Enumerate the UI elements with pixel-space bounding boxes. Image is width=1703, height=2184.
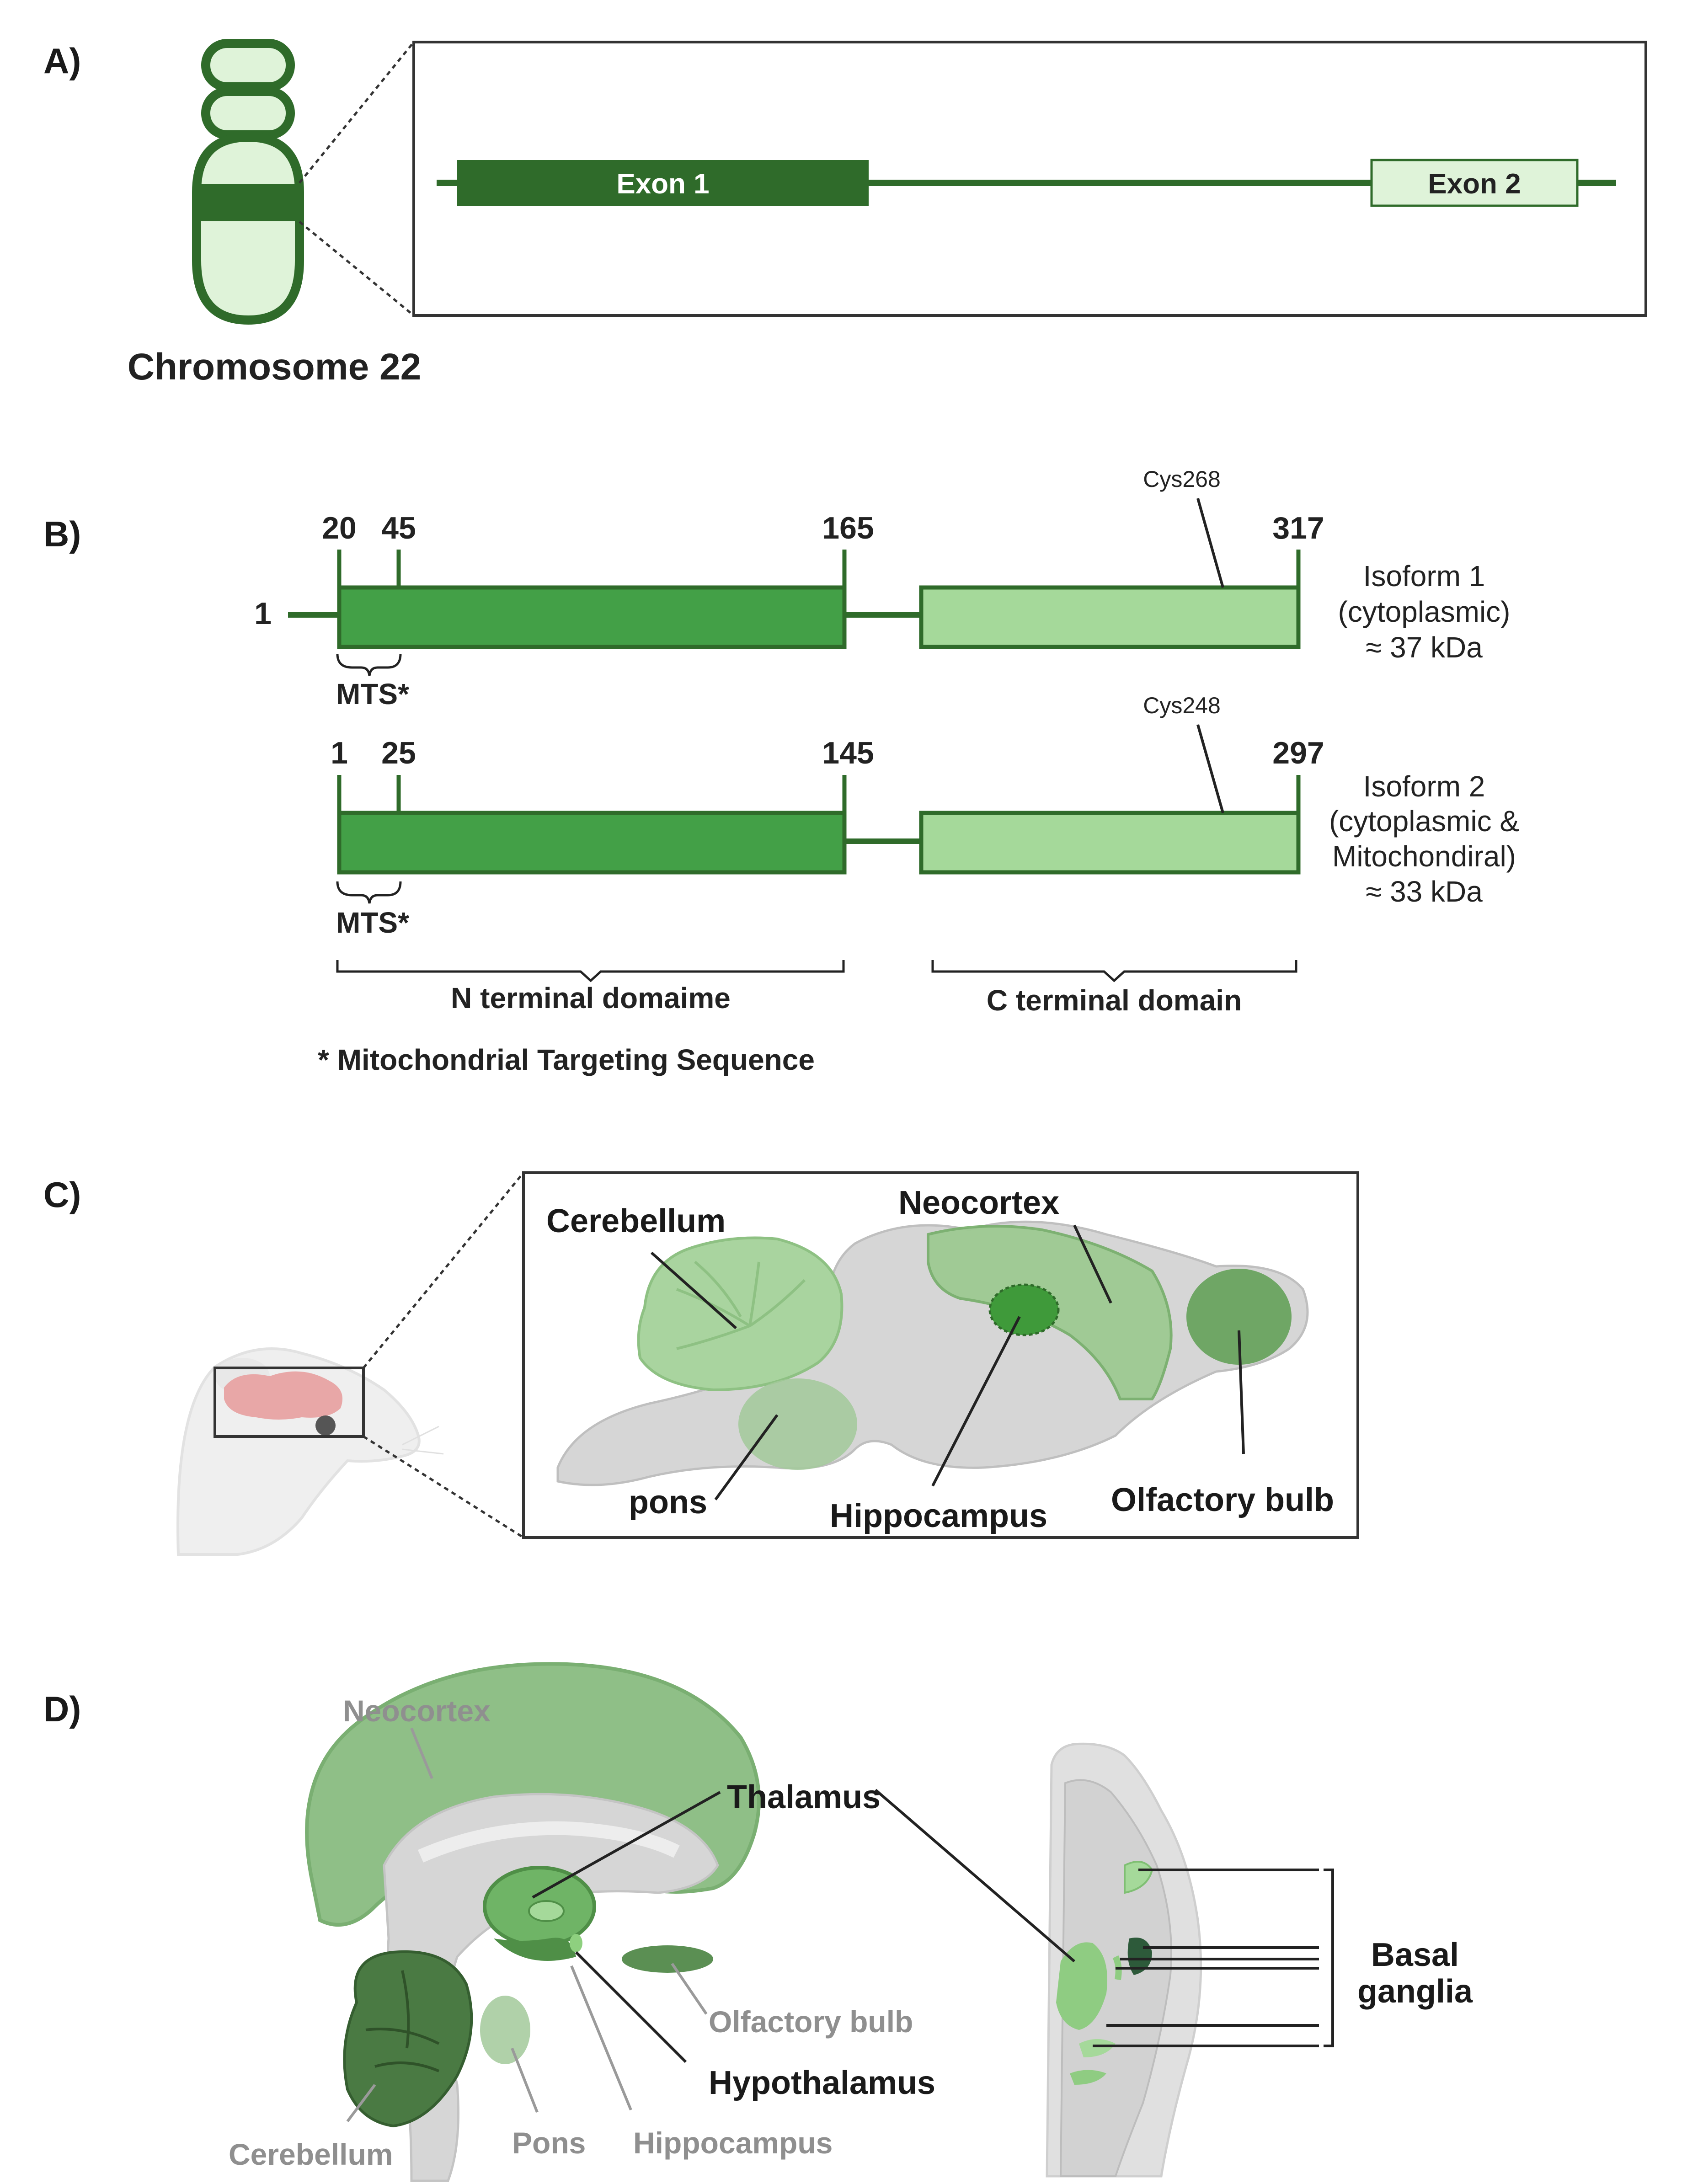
panel-c: C) Cerebel	[43, 1171, 1359, 1556]
iso1-cys-pointer	[1196, 498, 1224, 588]
mouse-olfactory-bulb-label: Olfactory bulb	[1111, 1482, 1334, 1518]
mouse-hippocampus-label: Hippocampus	[830, 1498, 1047, 1534]
iso2-cys-pointer	[1196, 724, 1224, 813]
basal-ganglia-label-line2: ganglia	[1357, 1973, 1473, 2010]
iso1-mts-brace	[336, 653, 402, 676]
iso2-mts-label: MTS*	[336, 906, 409, 939]
n-domain-label: N terminal domaime	[451, 982, 731, 1015]
mouse-head-illustration	[176, 1347, 444, 1556]
mouse-pons-label: pons	[629, 1484, 707, 1521]
iso2-pos-145: 145	[822, 736, 874, 770]
human-olfactory-bulb-region	[622, 1945, 713, 1973]
mouse-neocortex-label: Neocortex	[898, 1185, 1059, 1221]
mouse-cerebellum-label: Cerebellum	[546, 1203, 726, 1239]
c-domain-brace	[931, 960, 1297, 983]
substantia-nigra-region	[1070, 2070, 1106, 2085]
chromosome-22-icon	[192, 39, 304, 325]
iso1-pos-45: 45	[381, 511, 416, 545]
n-domain-brace	[336, 960, 845, 983]
exon-2-block	[1370, 159, 1579, 207]
mts-footnote: * Mitochondrial Targeting Sequence	[318, 1043, 815, 1076]
panel-a-label: A)	[43, 41, 81, 81]
human-cerebellum-label: Cerebellum	[229, 2137, 393, 2171]
iso2-mts-brace	[336, 881, 402, 904]
basal-ganglia-label-line1: Basal	[1371, 1937, 1459, 1973]
iso2-mass: ≈ 33 kDa	[1366, 875, 1483, 908]
human-brain-coronal	[875, 1742, 1334, 2178]
human-neocortex-label: Neocortex	[343, 1694, 491, 1728]
exon-1-block	[457, 160, 869, 206]
iso2-cys-label: Cys248	[1143, 693, 1221, 718]
subthalamic-region	[1079, 2039, 1116, 2057]
hypothalamus-label: Hypothalamus	[709, 2065, 935, 2101]
panel-c-label: C)	[43, 1175, 81, 1215]
zoom-line-top	[299, 41, 415, 184]
iso2-location-2: Mitochondiral)	[1332, 840, 1516, 873]
panel-d: D) Neocortex Thalamus Olfactory bulb	[43, 1662, 1473, 2182]
chromosome-label: Chromosome 22	[128, 346, 422, 388]
panel-d-label: D)	[43, 1689, 81, 1729]
iso1-pos-317: 317	[1272, 511, 1324, 545]
iso2-name: Isoform 2	[1363, 770, 1485, 803]
iso1-cys-label: Cys268	[1143, 466, 1221, 492]
iso1-location: (cytoplasmic)	[1338, 595, 1511, 628]
isoform-1-diagram: 1 Cys268 20 45 165 317 MTS* Isoform 1 (c…	[254, 466, 1510, 710]
iso1-start-number: 1	[254, 596, 272, 631]
panel-a: A) Chromosome 22 Exon 1 Exon 2	[43, 39, 1647, 388]
human-hypothalamus-region	[494, 1938, 576, 1961]
mouse-brain-sagittal	[556, 1220, 1309, 1500]
human-brain-sagittal	[305, 1662, 761, 2182]
c-domain-label: C terminal domain	[987, 984, 1242, 1017]
iso1-mts-label: MTS*	[336, 678, 409, 710]
iso2-location-1: (cytoplasmic &	[1329, 805, 1519, 838]
mouse-brain-zoom-box	[214, 1367, 365, 1438]
human-olfactory-bulb-label: Olfactory bulb	[709, 2005, 913, 2039]
iso2-pos-1: 1	[331, 736, 348, 770]
human-pons-region	[480, 1996, 530, 2064]
iso2-pos-25: 25	[381, 736, 416, 770]
iso2-c-domain-bar	[919, 811, 1301, 875]
exon-2-label: Exon 2	[1428, 168, 1521, 200]
thalamus-label: Thalamus	[727, 1779, 881, 1816]
iso1-pos-20: 20	[322, 511, 357, 545]
human-hippocampus-label: Hippocampus	[633, 2126, 833, 2160]
iso1-mass: ≈ 37 kDa	[1366, 631, 1483, 664]
iso1-name: Isoform 1	[1363, 560, 1485, 593]
iso2-n-domain-bar	[337, 811, 847, 875]
mouse-hippocampus-region	[988, 1283, 1060, 1336]
mouse-pons-region	[738, 1378, 857, 1470]
mouse-olfactory-bulb-region	[1186, 1269, 1292, 1365]
exon-1-label: Exon 1	[616, 168, 709, 200]
iso1-pos-165: 165	[822, 511, 874, 545]
panel-b: B) 1 Cys268 20 45 165 317 MTS* Isoform 1…	[43, 466, 1519, 1076]
panel-b-label: B)	[43, 514, 81, 554]
iso1-n-domain-bar	[337, 585, 847, 649]
basal-ganglia-bracket	[1324, 1869, 1334, 2047]
human-pons-label: Pons	[512, 2126, 586, 2160]
iso1-c-domain-bar	[919, 585, 1301, 649]
zoom-line-bottom	[299, 221, 415, 316]
iso2-pos-297: 297	[1272, 736, 1324, 770]
coronal-thalamus-region	[1056, 1942, 1107, 2030]
isoform-2-diagram: Cys248 1 25 145 297 MTS* Isoform 2 (cyto…	[331, 693, 1519, 939]
